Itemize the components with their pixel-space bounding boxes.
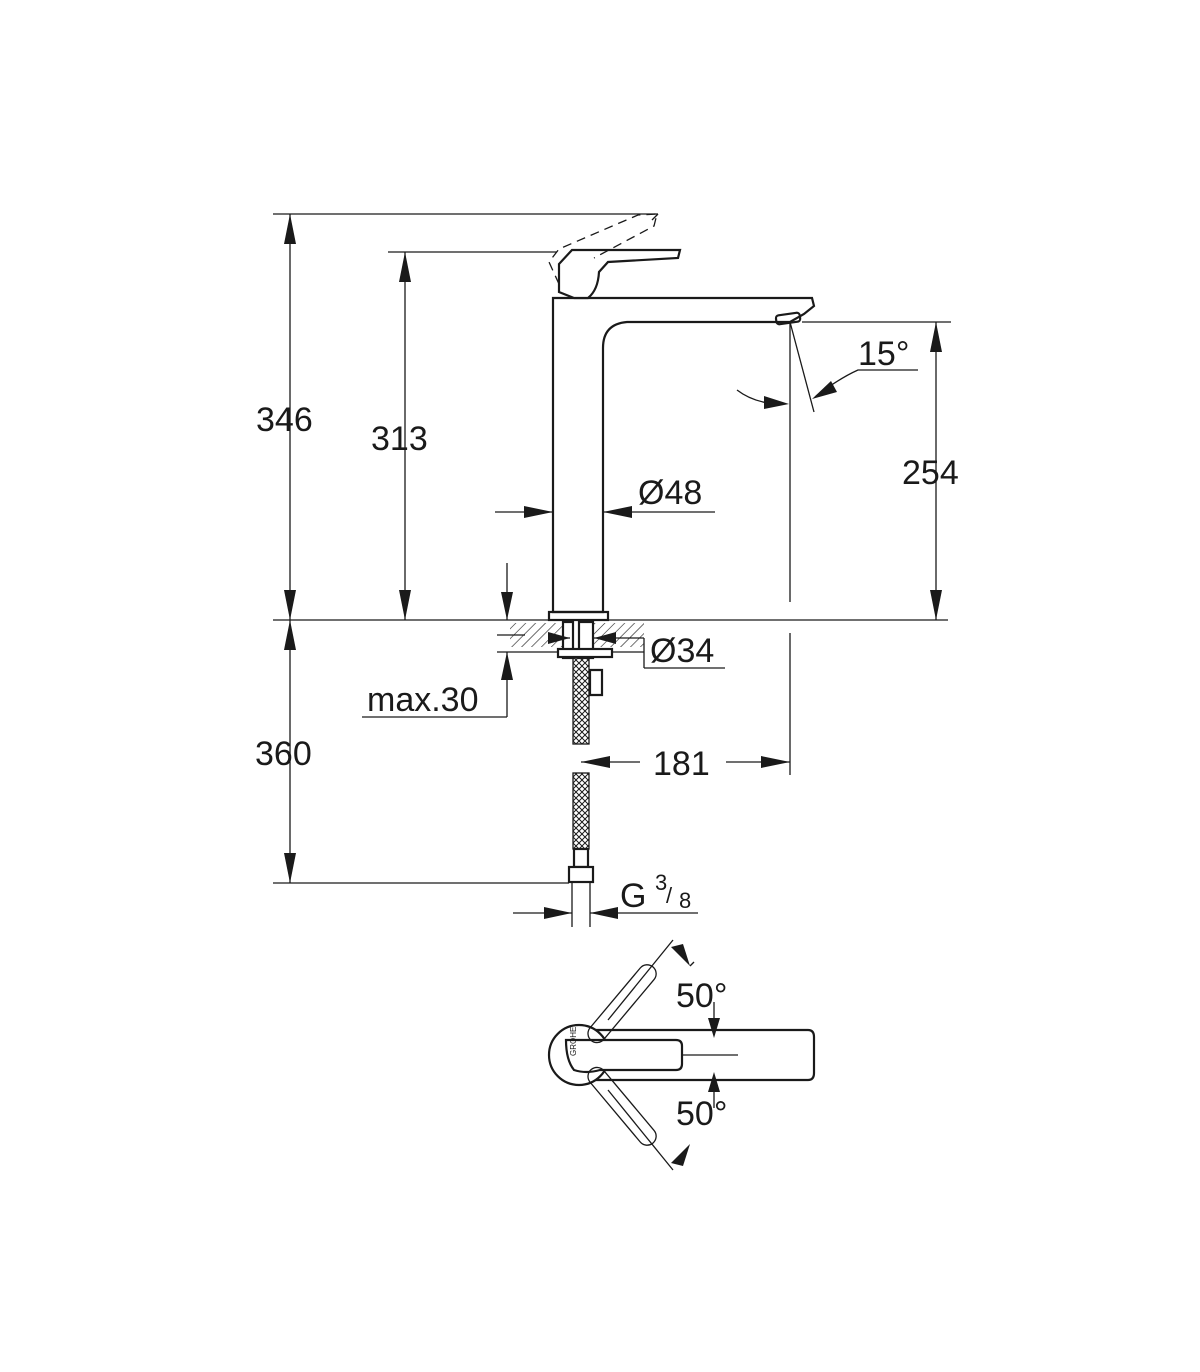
faucet-body [551, 296, 816, 614]
hose-lower [572, 772, 590, 850]
label-thread-slash: / [666, 883, 673, 908]
dim-hole-diameter: Ø34 [548, 632, 725, 670]
lever-rotated-up [587, 964, 657, 1044]
label-313: 313 [371, 420, 428, 458]
dim-thread: G 3 / 8 [513, 870, 698, 919]
label-360: 360 [255, 735, 312, 773]
dim-total-height: 346 [256, 213, 659, 883]
base-ring [547, 610, 610, 622]
dim-body-diameter: Ø48 [495, 474, 715, 518]
hose-fitting [567, 847, 595, 927]
label-thread-g: G [620, 877, 646, 915]
label-15-deg: 15° [858, 335, 909, 373]
dim-hose-length: 360 [255, 620, 569, 884]
label-max30: max.30 [367, 681, 479, 719]
dim-lever-height: 313 [371, 251, 557, 620]
label-181: 181 [653, 745, 710, 783]
label-d34: Ø34 [650, 632, 714, 670]
label-254: 254 [902, 454, 959, 492]
aerator [774, 311, 802, 326]
label-d48: Ø48 [638, 474, 702, 512]
label-346: 346 [256, 401, 313, 439]
faucet-top-view: GROHE 50° 50° [547, 939, 816, 1171]
lever-top [564, 1038, 684, 1074]
mounting-fastener [556, 620, 614, 697]
lever-closed [557, 248, 682, 300]
faucet-side-view: 346 313 254 15° [255, 213, 959, 927]
dim-max-deck: max.30 [362, 563, 513, 719]
label-thread-num: 3 [655, 870, 667, 895]
hose-upper [572, 657, 590, 745]
label-thread-den: 8 [679, 888, 691, 913]
dim-spout-angle: 15° [736, 321, 918, 602]
dim-spout-reach: 181 [581, 633, 791, 783]
lever-open-outline [548, 213, 658, 285]
dim-spout-height: 254 [802, 321, 959, 620]
lever-rotated-down [587, 1066, 657, 1146]
label-50-deg-down: 50° [676, 1095, 727, 1133]
label-50-deg-up: 50° [676, 977, 727, 1015]
logo-mark: GROHE [569, 1027, 578, 1056]
deck-section [497, 623, 644, 653]
